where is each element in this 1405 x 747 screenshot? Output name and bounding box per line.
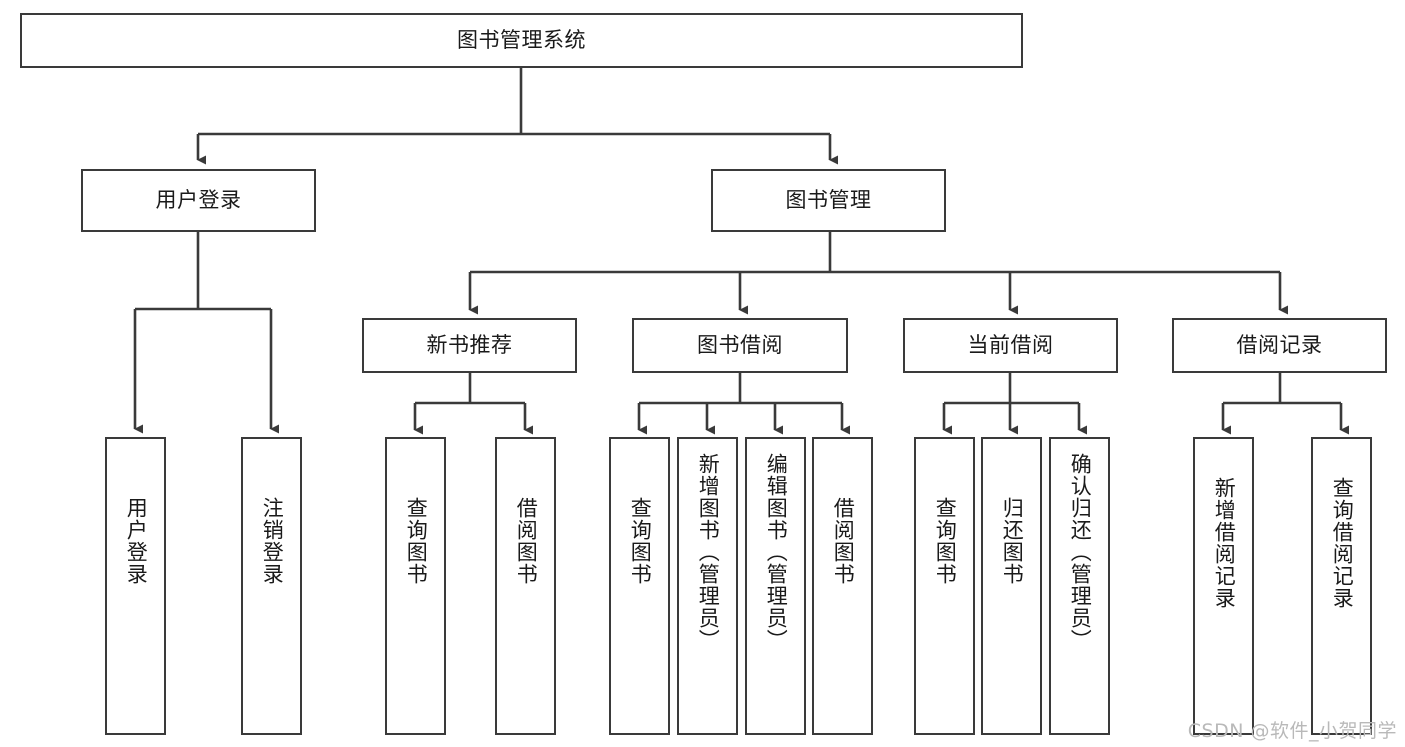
- leaf-borrow-book-1[interactable]: 借阅图书: [495, 437, 556, 735]
- node-new-book-recommend-label: 新书推荐: [426, 333, 513, 358]
- leaf-add-record-label: 新增借阅记录: [1212, 477, 1237, 609]
- node-borrow-record-label: 借阅记录: [1236, 333, 1323, 358]
- node-user-login[interactable]: 用户登录: [81, 169, 316, 232]
- leaf-return-book[interactable]: 归还图书: [981, 437, 1042, 735]
- leaf-user-login-label: 用户登录: [124, 497, 149, 585]
- node-book-manage-label: 图书管理: [785, 188, 872, 213]
- node-borrow-record[interactable]: 借阅记录: [1172, 318, 1387, 373]
- leaf-borrow-book-1-label: 借阅图书: [514, 497, 539, 585]
- node-root-label: 图书管理系统: [457, 28, 586, 53]
- leaf-add-record[interactable]: 新增借阅记录: [1193, 437, 1254, 735]
- node-book-manage[interactable]: 图书管理: [711, 169, 946, 232]
- leaf-add-book-label: 新增图书（管理员）: [696, 453, 721, 651]
- leaf-borrow-book-2-label: 借阅图书: [831, 497, 856, 585]
- leaf-confirm-return-label: 确认归还（管理员）: [1068, 453, 1093, 651]
- leaf-query-book-2-label: 查询图书: [628, 497, 653, 585]
- leaf-return-book-label: 归还图书: [1000, 497, 1025, 585]
- leaf-user-logout-label: 注销登录: [260, 497, 285, 585]
- leaf-query-record-label: 查询借阅记录: [1330, 477, 1355, 609]
- leaf-edit-book-label: 编辑图书（管理员）: [764, 453, 789, 651]
- leaf-confirm-return[interactable]: 确认归还（管理员）: [1049, 437, 1110, 735]
- leaf-borrow-book-2[interactable]: 借阅图书: [812, 437, 873, 735]
- node-new-book-recommend[interactable]: 新书推荐: [362, 318, 577, 373]
- leaf-add-book[interactable]: 新增图书（管理员）: [677, 437, 738, 735]
- node-user-login-label: 用户登录: [155, 188, 242, 213]
- csdn-watermark: CSDN @软件_小贺同学: [1187, 720, 1397, 742]
- leaf-query-record[interactable]: 查询借阅记录: [1311, 437, 1372, 735]
- leaf-query-book-3-label: 查询图书: [933, 497, 958, 585]
- leaf-query-book-1[interactable]: 查询图书: [385, 437, 446, 735]
- leaf-edit-book[interactable]: 编辑图书（管理员）: [745, 437, 806, 735]
- node-current-borrow[interactable]: 当前借阅: [903, 318, 1118, 373]
- leaf-query-book-2[interactable]: 查询图书: [609, 437, 670, 735]
- node-current-borrow-label: 当前借阅: [967, 333, 1054, 358]
- leaf-query-book-1-label: 查询图书: [404, 497, 429, 585]
- leaf-user-logout[interactable]: 注销登录: [241, 437, 302, 735]
- leaf-user-login[interactable]: 用户登录: [105, 437, 166, 735]
- leaf-query-book-3[interactable]: 查询图书: [914, 437, 975, 735]
- node-book-borrow-label: 图书借阅: [697, 333, 783, 358]
- node-book-borrow[interactable]: 图书借阅: [632, 318, 848, 373]
- node-root[interactable]: 图书管理系统: [20, 13, 1023, 68]
